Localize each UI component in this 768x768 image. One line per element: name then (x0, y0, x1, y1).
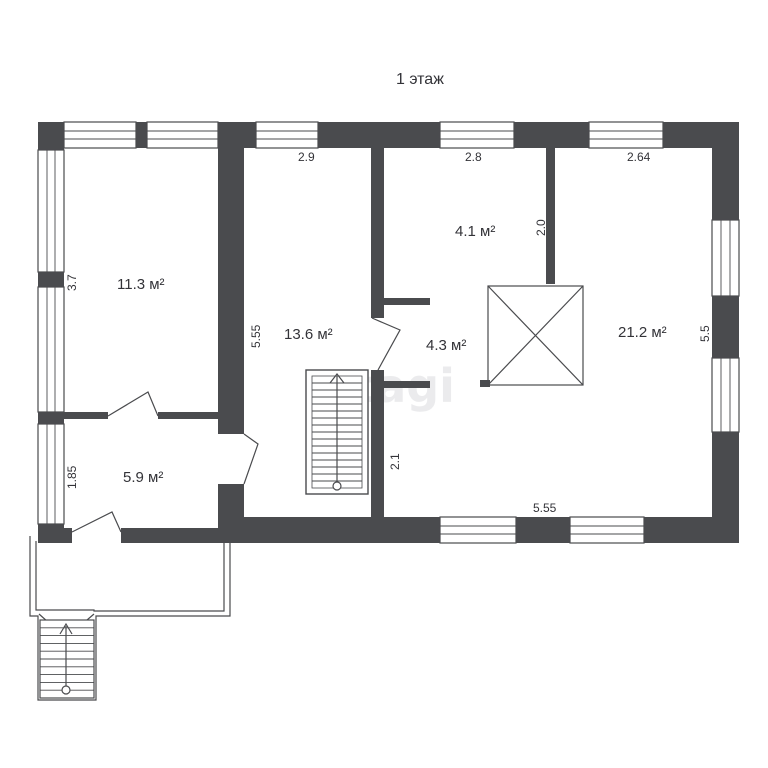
dimension-label: 2.64 (627, 150, 651, 164)
window-left-3 (37, 423, 65, 525)
window-top-4 (439, 121, 515, 149)
room-area-label: 4.1 м² (455, 223, 495, 240)
window-right-2 (711, 357, 740, 433)
window-top-3 (255, 121, 319, 149)
exterior-staircase (39, 619, 95, 699)
dimension-label: 5.55 (249, 324, 263, 348)
room-area-label: 13.6 м² (284, 326, 333, 343)
interior-walls (64, 122, 555, 543)
dimension-label: 5.5 (698, 325, 712, 342)
dimension-label: 2.0 (534, 219, 548, 236)
dimension-label: 2.9 (298, 150, 315, 164)
window-top-5 (588, 121, 664, 149)
room-area-label: 5.9 м² (123, 469, 163, 486)
room-area-label: 4.3 м² (426, 337, 466, 354)
doors (71, 317, 401, 533)
shaft (487, 285, 584, 386)
door-13-6 (243, 433, 259, 485)
dimension-label: 5.55 (533, 501, 557, 515)
window-top-2 (146, 121, 219, 149)
room-area-label: 21.2 м² (618, 324, 667, 341)
interior-staircase (305, 369, 369, 495)
door-entrance (71, 511, 122, 533)
floor-title: 1 этаж (396, 71, 444, 88)
room-area-label: 11.3 м² (117, 276, 165, 293)
dimension-label: 3.7 (65, 274, 79, 291)
window-left-1 (37, 149, 65, 273)
window-bottom-1 (439, 516, 517, 544)
dimension-label: 2.1 (388, 453, 402, 470)
window-bottom-2 (569, 516, 645, 544)
dimension-label: 2.8 (465, 150, 482, 164)
window-left-2 (37, 286, 65, 413)
window-top-1 (63, 121, 137, 149)
dimension-label: 1.85 (65, 465, 79, 489)
door-4-3 (371, 317, 401, 371)
window-right-1 (711, 219, 740, 297)
dimension-labels: 2.9 2.8 2.64 3.7 5.55 2.0 5.5 2.1 1.85 5… (65, 150, 712, 515)
door-11-3 (107, 391, 159, 417)
windows (37, 121, 740, 544)
room-labels: 11.3 м² 13.6 м² 4.1 м² 4.3 м² 21.2 м² 5.… (117, 223, 667, 486)
